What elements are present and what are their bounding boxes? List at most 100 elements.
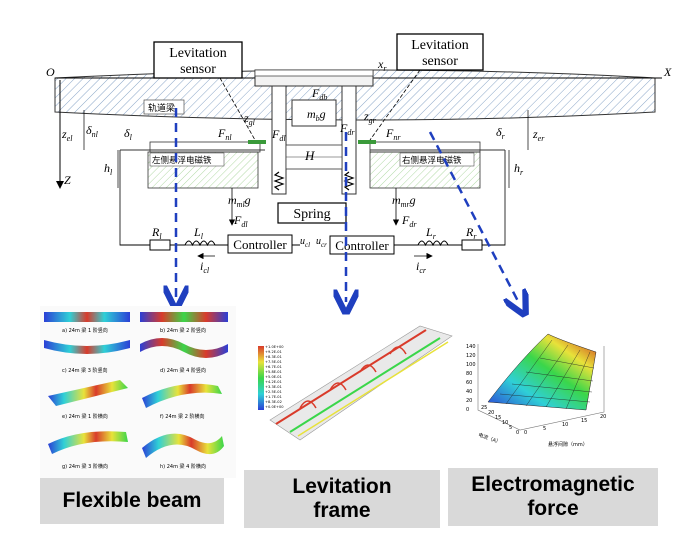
force-y-tick: 0 [516,430,519,436]
sym-fnr: Fnr [385,126,401,142]
frame-legend-value: +3.3E-01 [265,385,282,389]
z-axis-label: Z [64,173,71,187]
track-beam-label-box [143,99,185,115]
sym-delta-nl: δnl [86,123,99,139]
beam-mode-e-label: e) 24m 梁 1 阶横向 [62,413,108,420]
sensor-left-line2: sensor [180,62,216,77]
sym-mbg: mbg [307,107,326,123]
bolster-upper [254,69,374,77]
beam-mode-h [142,433,224,458]
frame-legend-value: +4.2E-01 [265,380,282,384]
arrow-to-force [428,131,520,305]
resistor-right [461,239,483,251]
sym-rl: Rl [151,225,162,241]
sym-rr: Rr [465,225,477,241]
left-magnet-label: 左侧悬浮电磁铁 [152,155,212,166]
sensor-left-box [153,41,243,79]
force-z-tick: 40 [466,389,472,395]
force-y-tick: 5 [509,425,512,431]
beam-mode-a-label: a) 24m 梁 1 阶竖向 [62,327,108,334]
force-surface [487,333,597,411]
sym-fnl: Fnl [217,126,232,142]
force-z-tick: 20 [466,398,472,404]
left-spring [273,171,285,191]
controller-right-label: Controller [335,238,389,253]
frame-mesh-rail3 [297,341,449,437]
force-z-tick: 140 [466,344,476,350]
sym-mmlg: mmlg [228,193,251,209]
caption-electromagnetic-force: Electromagnetic force [448,468,658,526]
sensor-right-box [396,33,484,71]
center-block [291,99,337,127]
origin-label: O [46,65,55,79]
force-y-tick: 25 [481,405,487,411]
force-z-tick: 0 [466,407,469,413]
beam-mode-h-label: h) 24m 梁 4 阶横向 [160,463,206,470]
caption-em-force-line2: force [527,497,579,520]
force-x-tick: 0 [524,430,527,436]
force-z-tick: 120 [466,353,476,359]
sym-fdl2: Fdl [233,213,248,229]
caption-flexible-beam-text: Flexible beam [62,488,202,512]
caption-flexible-beam: Flexible beam [40,478,224,524]
force-x-tick: 15 [581,418,587,424]
frame-mesh-bumps [299,346,407,409]
sensor-right-leader [369,69,421,141]
sym-ucl: ucl [300,236,310,249]
left-column [271,85,287,195]
frame-panel: +1.0E+00+9.2E-01+8.3E-01+7.5E-01+6.7E-01… [258,325,453,441]
force-box-back [477,344,605,431]
frame-mesh [269,325,453,441]
sym-ucr: ucr [316,236,327,249]
force-surface-grid [499,339,595,410]
frame-legend-value: +0.0E+00 [265,405,284,409]
frame-legend-bar [258,346,264,410]
sym-ll: Ll [193,225,204,241]
frame-legend-value: +1.0E+00 [265,345,284,349]
left-magnet-label-box [149,152,225,167]
frame-legend-value: +1.7E-01 [265,395,282,399]
force-z-tick: 80 [466,371,472,377]
beam-mode-g [48,431,128,454]
beam-mode-c [44,340,130,354]
force-y-label: 电流（A） [477,431,501,446]
force-x-tick: 10 [562,422,568,428]
inductor-right [417,240,449,247]
frame-legend-value: +9.2E-01 [265,350,282,354]
beam-mode-d-label: d) 24m 梁 4 阶竖向 [160,367,206,374]
caption-levitation-frame-line2: frame [313,499,371,522]
right-magnet-label: 右侧悬浮电磁铁 [402,155,462,166]
right-sensor-plate [358,140,376,144]
resistor-left [149,239,171,251]
force-y-tick: 15 [495,415,501,421]
beam-mode-e [48,380,128,406]
sym-xr: xr [377,57,387,73]
beam-mode-a [44,312,130,322]
frame-legend-value: +5.8E-01 [265,370,282,374]
beam-mode-c-label: c) 24m 梁 3 阶竖向 [62,367,107,374]
sym-icr: icr [416,259,427,275]
sensor-right-line1: Levitation [411,38,469,53]
sensor-left-line1: Levitation [169,46,227,61]
beam-mode-b [140,312,228,322]
force-y-tick: 10 [502,420,508,426]
beam-mode-d [140,338,228,358]
beam-mode-f-label: f) 24m 梁 2 阶横向 [160,413,204,420]
caption-levitation-frame: Levitation frame [244,470,440,528]
controller-left-box [227,234,293,254]
track-beam-label: 轨道梁 [148,102,175,114]
force-z-tick: 100 [466,362,476,368]
beam-mode-g-label: g) 24m 梁 3 阶横向 [62,463,108,470]
force-x-tick: 5 [543,426,546,432]
sym-hl: hl [104,161,113,177]
sym-delta-r: δr [496,125,506,141]
beam-panel: a) 24m 梁 1 阶竖向 b) 24m 梁 2 阶竖向 c) 24m 梁 3… [40,306,236,478]
sensor-right-line2: sensor [422,54,458,69]
caption-em-force-line1: Electromagnetic [471,472,635,496]
caption-levitation-frame-line1: Levitation [292,474,392,498]
force-y-tick: 20 [488,410,494,416]
force-x-tick: 20 [600,414,606,420]
sym-mmrg: mmrg [392,193,416,209]
